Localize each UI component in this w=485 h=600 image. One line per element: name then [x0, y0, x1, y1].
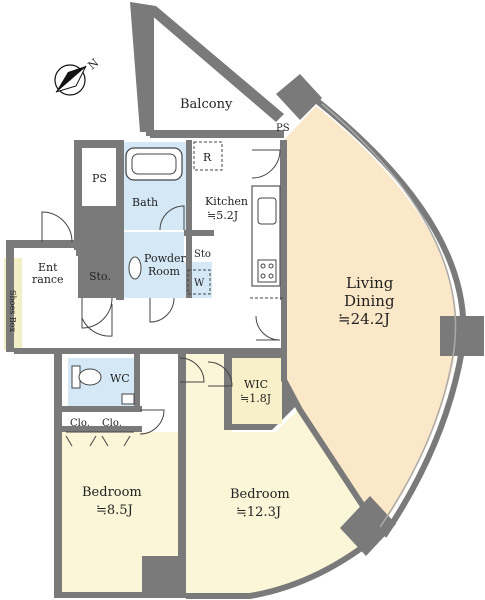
north-arrow-icon: [54, 64, 87, 96]
kitchen-area: ≒5.2J: [207, 209, 238, 222]
bath-label: Bath: [132, 196, 158, 209]
wc-label: WC: [110, 372, 130, 385]
entrance-label-2: rance: [32, 273, 64, 286]
north-label: N: [86, 56, 102, 72]
ps-top-label: PS: [276, 123, 290, 134]
door-swings: [41, 149, 281, 435]
washer-box: [187, 269, 211, 295]
living-label-1: Living: [346, 274, 394, 292]
living-curved-wall: [314, 97, 467, 538]
closet-1-label: Clo.: [70, 418, 90, 429]
sto-label: Sto.: [89, 270, 111, 283]
refrigerator-label: R: [203, 151, 212, 164]
living-label-2: Dining: [344, 292, 395, 310]
living-window: [321, 103, 457, 531]
kitchen-label: Kitchen: [205, 195, 248, 208]
balcony-label: Balcony: [180, 97, 233, 112]
closet-doors: [65, 431, 134, 447]
kitchen-sink: [257, 197, 277, 225]
bedroom-large-area: ≒12.3J: [236, 505, 281, 520]
sto-small-label: Sto: [194, 249, 211, 260]
bedroom-large-floor: [184, 352, 380, 594]
bedroom-small-area: ≒8.5J: [96, 503, 133, 518]
shoes-box-label: Shoes Box: [8, 290, 17, 333]
bedroom-large-label: Bedroom: [230, 487, 290, 502]
wic-label: WIC: [244, 378, 268, 391]
bedroom-curved-wall: [186, 529, 384, 599]
living-area: ≒24.2J: [338, 310, 390, 328]
bedroom-small-label: Bedroom: [82, 485, 142, 500]
washer-label: W: [194, 278, 205, 289]
bathtub: [125, 147, 183, 181]
refrigerator-box: [193, 141, 223, 171]
closet-2-label: Clo.: [102, 418, 122, 429]
wic-area: ≒1.8J: [240, 392, 271, 405]
entrance-label-1: Ent: [38, 261, 58, 274]
powder-sink: [128, 256, 142, 280]
toilet: [71, 365, 102, 389]
powder-room-label-1: Powder: [144, 252, 187, 265]
ps-left-label: PS: [92, 172, 107, 185]
living-inner-wall: [281, 140, 383, 534]
powder-room-label-2: Room: [148, 265, 181, 278]
living-dining-floor: [284, 106, 458, 530]
stove: [257, 259, 277, 283]
